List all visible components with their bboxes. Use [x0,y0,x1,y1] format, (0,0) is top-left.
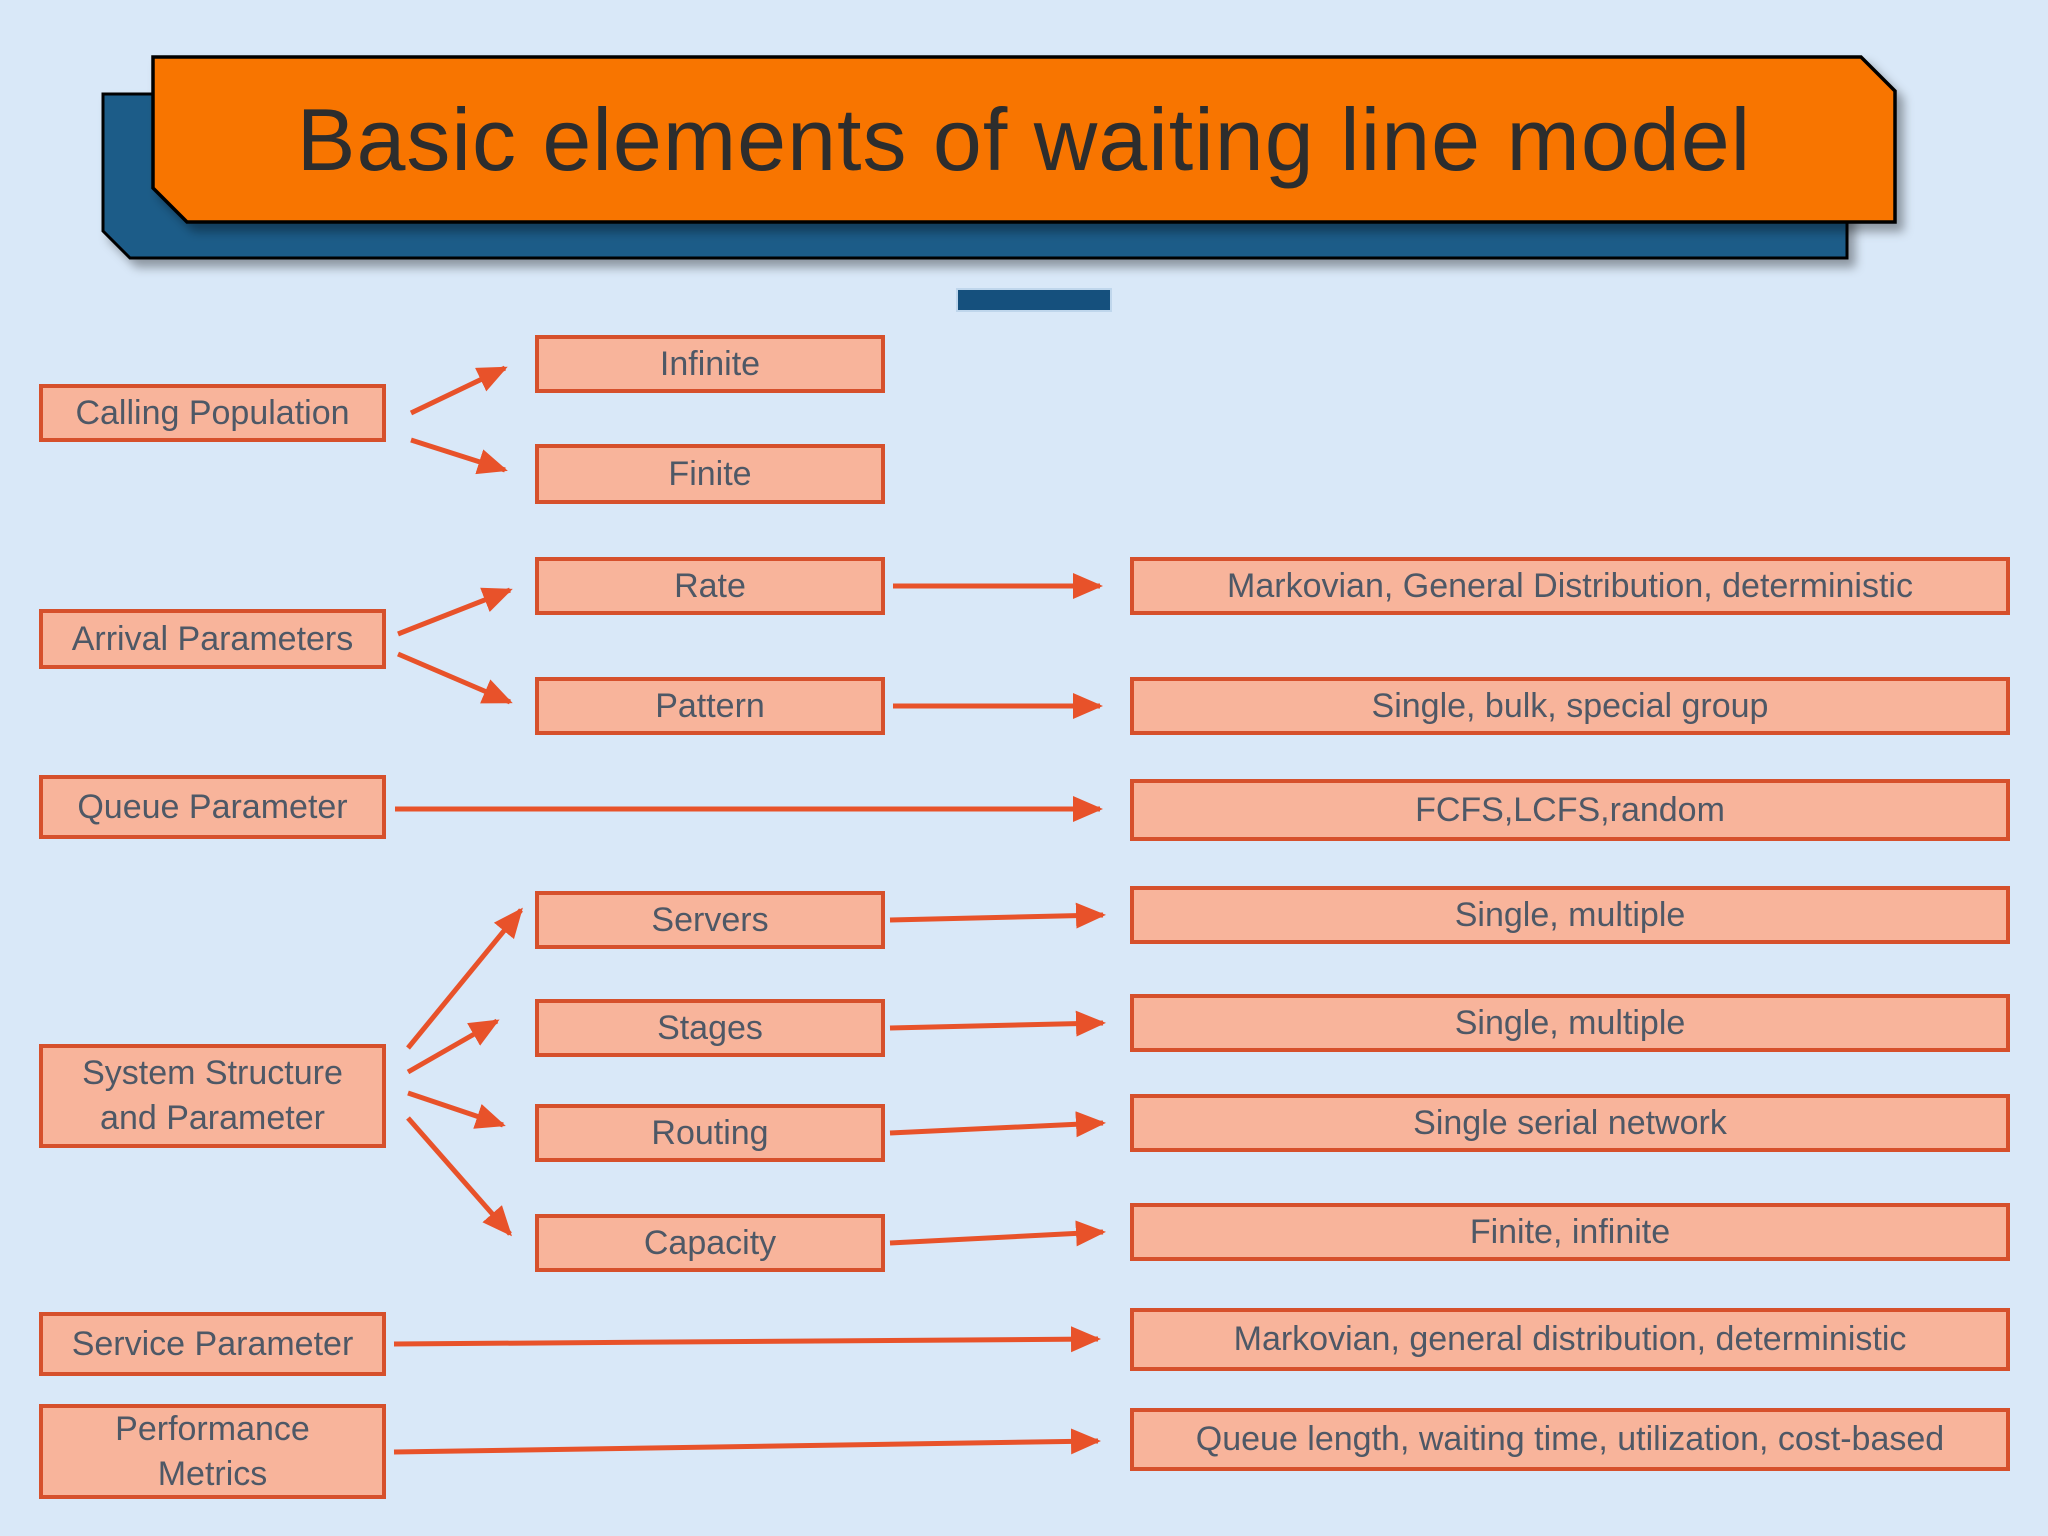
title-underline-dash [956,288,1112,312]
left-box-performance-metrics-label: Performance Metrics [115,1409,310,1493]
mid-box-rate: Rate [535,557,885,615]
right-box-servers-options: Single, multiple [1130,886,2010,944]
arrow-system-structure-to-routing [407,1090,506,1129]
arrow-performance-metrics-to-queue-length [393,1428,1101,1455]
mid-box-routing: Routing [535,1104,885,1162]
right-box-arrival-pattern-options-label: Single, bulk, special group [1371,686,1769,725]
right-box-service-options-label: Markovian, general distribution, determi… [1233,1320,1907,1359]
mid-box-infinite: Infinite [535,335,885,393]
mid-box-finite: Finite [535,444,885,504]
mid-box-stages: Stages [535,999,885,1057]
page-title: Basic elements of waiting line model [296,89,1752,189]
right-box-arrival-rate-options: Markovian, General Distribution, determi… [1130,557,2010,615]
left-box-service-parameter: Service Parameter [39,1312,386,1376]
arrow-system-structure-to-stages [406,1018,500,1075]
left-box-calling-population-label: Calling Population [75,393,350,432]
right-box-capacity-options-label: Finite, infinite [1469,1212,1671,1251]
arrow-system-structure-to-capacity [406,1116,512,1237]
left-box-queue-parameter: Queue Parameter [39,775,386,839]
arrow-arrival-parameters-to-rate [397,587,513,637]
right-box-service-options: Markovian, general distribution, determi… [1130,1308,2010,1371]
left-box-system-structure-and-parameter-label: System Structure and Parameter [82,1054,343,1137]
arrow-capacity-to-finite-infinite [889,1220,1106,1247]
arrow-routing-to-single-serial-network [889,1111,1106,1138]
mid-box-rate-label: Rate [674,566,746,605]
mid-box-pattern: Pattern [535,677,885,735]
right-box-servers-options-label: Single, multiple [1454,895,1686,934]
right-box-arrival-pattern-options: Single, bulk, special group [1130,677,2010,735]
right-box-performance-metrics-options: Queue length, waiting time, utilization,… [1130,1408,2010,1471]
title-banner-shape [151,55,1897,224]
right-box-capacity-options: Finite, infinite [1130,1203,2010,1261]
left-box-arrival-parameters: Arrival Parameters [39,609,386,669]
mid-box-capacity: Capacity [535,1214,885,1272]
right-box-routing-options: Single serial network [1130,1094,2010,1152]
arrow-system-structure-to-servers [406,907,523,1050]
left-box-arrival-parameters-label: Arrival Parameters [71,619,354,658]
right-box-queue-discipline-options: FCFS,LCFS,random [1130,779,2010,841]
mid-box-pattern-label: Pattern [655,686,765,725]
left-box-service-parameter-label: Service Parameter [71,1324,354,1363]
left-box-performance-metrics: Performance Metrics [39,1404,386,1499]
mid-box-servers: Servers [535,891,885,949]
right-box-queue-discipline-options-label: FCFS,LCFS,random [1415,790,1725,829]
left-box-system-structure-and-parameter: System Structure and Parameter [39,1044,386,1148]
mid-box-routing-label: Routing [651,1113,769,1152]
mid-box-infinite-label: Infinite [659,344,761,383]
mid-box-capacity-label: Capacity [643,1223,777,1262]
arrow-calling-population-to-finite [410,437,508,475]
arrow-servers-to-single-multiple [889,902,1106,929]
right-box-arrival-rate-options-label: Markovian, General Distribution, determi… [1227,566,1913,605]
arrow-calling-population-to-infinite [409,365,508,416]
left-box-queue-parameter-label: Queue Parameter [77,787,348,826]
arrow-stages-to-single-multiple [889,1010,1106,1037]
mid-box-servers-label: Servers [651,900,769,939]
right-box-performance-metrics-options-label: Queue length, waiting time, utilization,… [1195,1420,1945,1459]
right-box-routing-options-label: Single serial network [1413,1103,1727,1142]
mid-box-finite-label: Finite [668,454,752,493]
arrow-arrival-parameters-to-pattern [397,651,513,705]
left-box-calling-population: Calling Population [39,384,386,442]
mid-box-stages-label: Stages [657,1008,763,1047]
arrow-service-parameter-to-markovian [393,1326,1101,1353]
right-box-stages-options: Single, multiple [1130,994,2010,1052]
right-box-stages-options-label: Single, multiple [1454,1003,1686,1042]
